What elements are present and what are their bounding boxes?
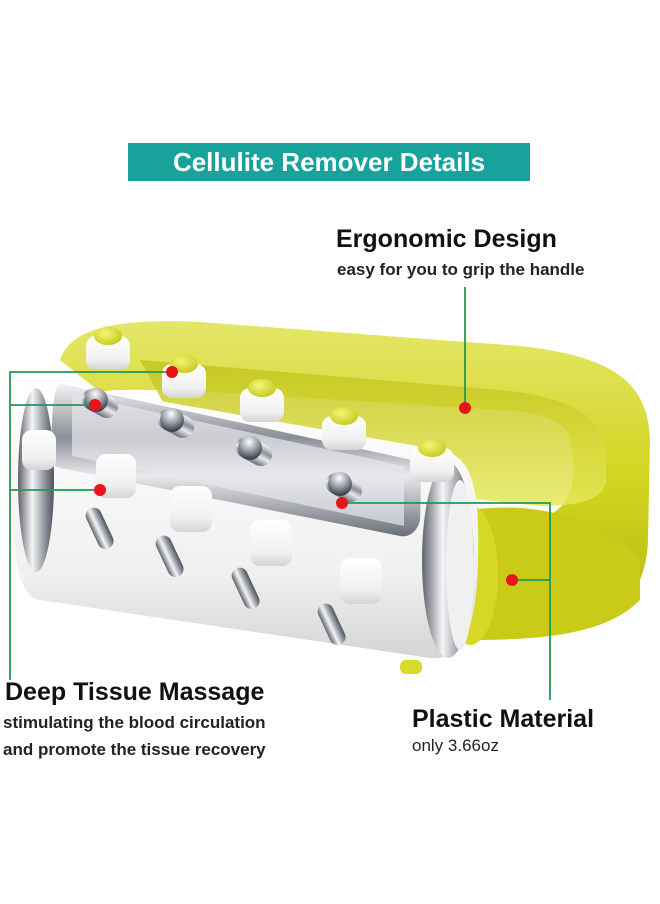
banner-title: Cellulite Remover Details [172, 146, 486, 177]
callout-dot-handle [459, 402, 471, 414]
deep-tissue-desc-line2: and promote the tissue recovery [3, 740, 266, 759]
plastic-material-title: Plastic Material [412, 705, 595, 733]
ergonomic-design-title: Ergonomic Design [336, 225, 557, 253]
lower-knob-row [22, 430, 382, 604]
plastic-material-desc: only 3.66oz [412, 736, 499, 755]
section-banner: Cellulite Remover Details [128, 143, 530, 181]
callout-lines [9, 287, 551, 700]
callout-dot-ball [89, 399, 101, 411]
callout-dot-strip [336, 497, 348, 509]
ergonomic-design-desc: easy for you to grip the handle [337, 260, 585, 279]
callout-dot-plastic [506, 574, 518, 586]
deep-tissue-title: Deep Tissue Massage [5, 678, 265, 706]
deep-tissue-desc-line1: stimulating the blood circulation [3, 713, 266, 732]
chrome-pin-row [85, 507, 422, 674]
callout-dot-pin [94, 484, 106, 496]
top-knob-row [86, 327, 454, 482]
callout-dots [89, 366, 518, 586]
callout-dot-knob [166, 366, 178, 378]
